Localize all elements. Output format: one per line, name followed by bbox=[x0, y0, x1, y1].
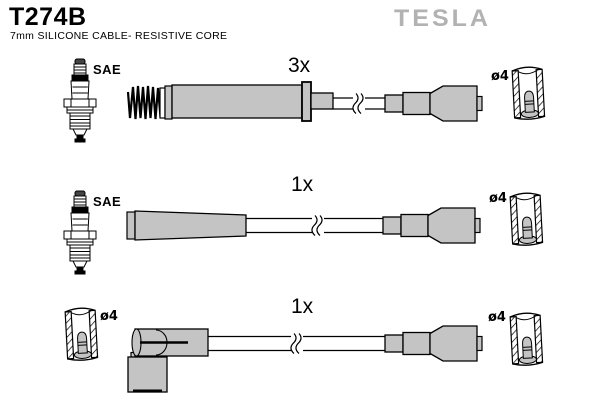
plug-standard-label: SAE bbox=[93, 194, 122, 209]
row-cable-1x-straight bbox=[63, 190, 544, 275]
connector-boot-icon bbox=[382, 207, 481, 244]
terminal-cup-icon bbox=[509, 191, 544, 247]
angled-distributor-boot-icon bbox=[127, 328, 209, 393]
connector-boot-icon bbox=[384, 85, 483, 122]
spark-plug-icon bbox=[63, 190, 97, 275]
terminal-diameter-label: ø4 bbox=[100, 309, 118, 324]
quantity-label: 1x bbox=[291, 173, 314, 196]
part-number: T274B bbox=[9, 3, 87, 31]
terminal-diameter-label: ø4 bbox=[491, 69, 509, 84]
row-cable-3x bbox=[63, 58, 546, 143]
terminal-cup-icon bbox=[509, 311, 544, 367]
cable-break-icon bbox=[311, 214, 325, 237]
straight-boot bbox=[159, 81, 334, 122]
terminal-cup-icon bbox=[64, 306, 99, 362]
cable-break-icon bbox=[290, 332, 304, 355]
quantity-label: 3x bbox=[288, 54, 311, 77]
subtitle: 7mm SILICONE CABLE- RESISTIVE CORE bbox=[10, 30, 228, 42]
spark-plug-icon bbox=[63, 58, 97, 143]
brand-logo: TESLA bbox=[394, 5, 491, 32]
tapered-boot bbox=[126, 210, 247, 241]
terminal-diameter-label: ø4 bbox=[488, 310, 506, 325]
cable-break-icon bbox=[352, 92, 366, 115]
terminal-diameter-label: ø4 bbox=[489, 191, 507, 206]
plug-standard-label: SAE bbox=[93, 62, 122, 77]
coil-spring-icon bbox=[126, 85, 165, 120]
connector-boot-icon bbox=[384, 325, 483, 362]
quantity-label: 1x bbox=[291, 295, 314, 318]
terminal-cup-icon bbox=[511, 65, 546, 121]
row-cable-1x-angled bbox=[64, 306, 544, 393]
